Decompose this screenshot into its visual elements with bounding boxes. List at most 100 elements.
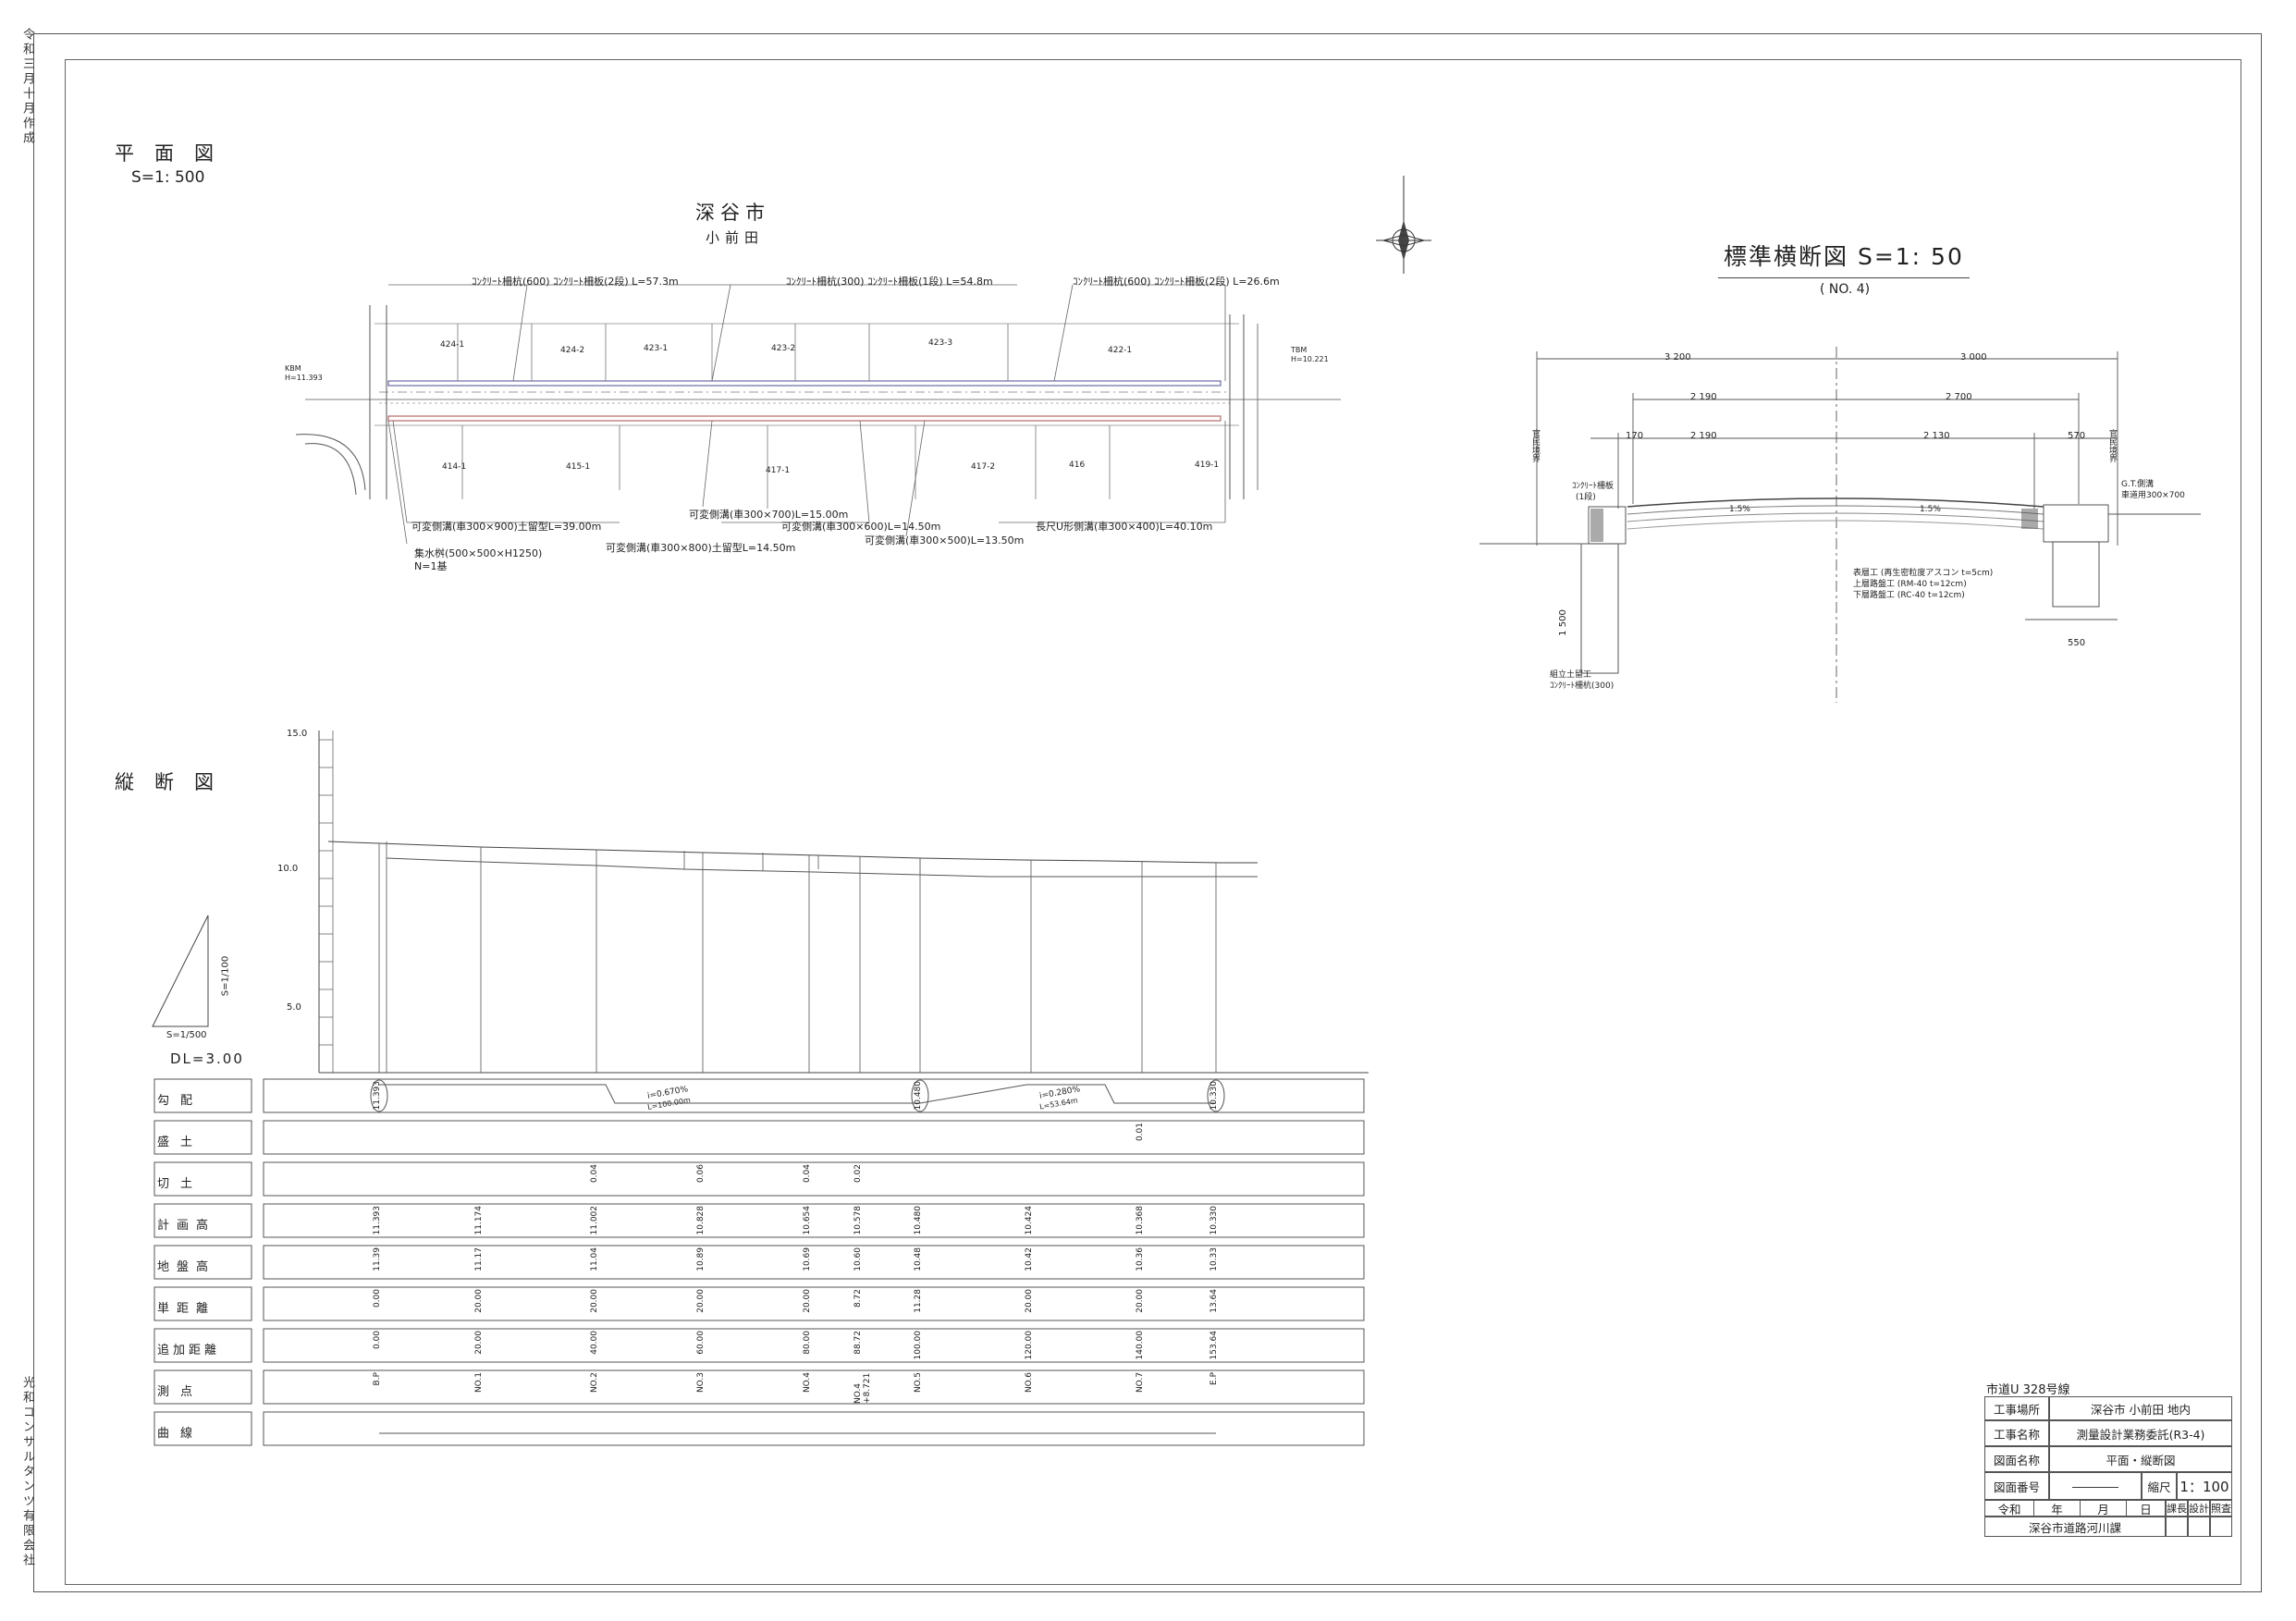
tb-month: 月 <box>2081 1500 2127 1517</box>
row-label-curve: 曲線 <box>157 1427 204 1441</box>
plan-drawing <box>295 284 1341 545</box>
profile-value: 10.828 <box>696 1206 706 1235</box>
lot-label: 422-1 <box>1108 346 1133 355</box>
xs-slope-right: 1.5% <box>1920 505 1941 514</box>
row-label-cumulative-distance: 追加距離 <box>157 1344 221 1357</box>
profile-value: 11.393 <box>373 1206 382 1235</box>
profile-value: 20.00 <box>696 1289 706 1313</box>
tb-sig-check: 照査 <box>2210 1500 2232 1517</box>
tb-year: 年 <box>2034 1500 2081 1517</box>
tb-key-drawing: 図面名称 <box>1984 1446 2049 1472</box>
profile-value: 20.00 <box>1136 1289 1145 1313</box>
slope-vertical: S=1/100 <box>220 955 231 997</box>
xs-dim-mid-right: 2 700 <box>1946 392 1972 402</box>
tb-stamp-check <box>2210 1517 2232 1537</box>
profile-value: 10.36 <box>1136 1247 1145 1271</box>
profile-value: 20.00 <box>590 1289 599 1313</box>
xs-dim-top-left: 3 200 <box>1664 352 1691 362</box>
north-arrow-icon <box>1376 176 1431 274</box>
profile-table <box>153 1078 1365 1446</box>
lot-label: 424-2 <box>560 346 585 355</box>
profile-value: 0.01 <box>1136 1123 1145 1142</box>
cross-section-title: 標準横断図 S=1: 50 <box>1718 239 1970 278</box>
tb-value-drawing: 平面・縦断図 <box>2049 1446 2232 1472</box>
profile-value: 11.393 <box>373 1081 382 1111</box>
tb-value-site: 深谷市 小前田 地内 <box>2049 1396 2232 1420</box>
profile-y-tick: 10.0 <box>277 864 299 874</box>
tb-scale-label: 縮尺 <box>2142 1472 2177 1500</box>
plan-label-top-2: ｺﾝｸﾘｰﾄ柵杭(300) ｺﾝｸﾘｰﾄ柵板(1段) L=54.8m <box>786 276 993 288</box>
profile-y-tick: 15.0 <box>287 729 308 739</box>
lot-label: 419-1 <box>1195 461 1220 470</box>
xs-boundary-right: 官民境界 <box>2107 429 2117 462</box>
cross-section-drawing <box>1480 347 2201 703</box>
xs-dim-bottom: 550 <box>2068 638 2086 648</box>
lot-label: 415-1 <box>566 462 591 472</box>
profile-value: B.P <box>373 1372 382 1386</box>
lot-label: 416 <box>1069 461 1086 470</box>
plan-label-bottom-2: 可変側溝(車300×700)L=15.00m <box>689 509 849 521</box>
lot-label: 414-1 <box>442 462 467 472</box>
row-label-grade: 勾配 <box>157 1094 204 1108</box>
bm-right-label: TBM <box>1291 346 1308 354</box>
bm-left-height: H=11.393 <box>285 374 323 382</box>
profile-value: 0.02 <box>853 1164 863 1184</box>
profile-value: 11.28 <box>914 1289 923 1313</box>
plan-label-bottom-3: 可変側溝(車300×600)L=14.50m <box>781 521 941 533</box>
plan-label-bottom-4: 長尺U形側溝(車300×400)L=40.10m <box>1036 521 1213 533</box>
profile-value: NO.4 <box>803 1372 812 1394</box>
profile-value: 120.00 <box>1025 1331 1034 1360</box>
profile-value: 10.330 <box>1209 1206 1219 1235</box>
side-company-text: 光和コンサルタンツ有限会社 <box>20 1376 34 1568</box>
lot-label: 423-1 <box>644 344 669 353</box>
profile-value: 10.69 <box>803 1247 812 1271</box>
row-label-single-distance: 単距離 <box>157 1302 216 1316</box>
profile-value: 0.04 <box>590 1164 599 1184</box>
profile-value: 20.00 <box>1025 1289 1034 1313</box>
profile-value: NO.7 <box>1136 1372 1145 1394</box>
tb-value-number: ―――― <box>2049 1472 2142 1500</box>
profile-value: 0.06 <box>696 1164 706 1184</box>
row-label-cut: 切土 <box>157 1177 204 1191</box>
xs-dim-low-3: 2 130 <box>1923 431 1950 441</box>
profile-value: 88.72 <box>853 1331 863 1355</box>
tb-sig-design: 設計 <box>2188 1500 2210 1517</box>
row-label-plan-height: 計画高 <box>157 1219 216 1233</box>
profile-value: 60.00 <box>696 1331 706 1355</box>
xs-slope-left: 1.5% <box>1729 505 1750 514</box>
profile-value: 40.00 <box>590 1331 599 1355</box>
row-label-fill: 盛土 <box>157 1136 204 1149</box>
slope-horizontal: S=1/500 <box>166 1030 207 1040</box>
profile-value: 10.330 <box>1209 1081 1219 1111</box>
tb-office: 深谷市道路河川課 <box>1984 1517 2166 1537</box>
profile-value: 11.39 <box>373 1247 382 1271</box>
sheet-inner-border <box>65 59 2241 1585</box>
profile-value: 10.368 <box>1136 1206 1145 1235</box>
profile-heading: 縦断図 <box>115 771 234 793</box>
xs-right-label: 車道用300×700 <box>2121 491 2185 500</box>
xs-left-label: ｺﾝｸﾘｰﾄ柵板 <box>1572 482 1615 491</box>
profile-value: 11.04 <box>590 1247 599 1271</box>
lot-label: 424-1 <box>440 340 465 350</box>
side-date-text: 令和三月十月作成 <box>20 28 34 146</box>
plan-area: 小前田 <box>706 229 765 246</box>
profile-value: 10.424 <box>1025 1206 1034 1235</box>
profile-value: NO.1 <box>474 1372 484 1394</box>
profile-value: 10.89 <box>696 1247 706 1271</box>
profile-chart <box>152 731 1369 1074</box>
bm-left-label: KBM <box>285 364 301 373</box>
profile-value: 20.00 <box>474 1289 484 1313</box>
xs-left-label: (1段) <box>1576 493 1596 502</box>
plan-label-bottom-5: 可変側溝(車300×800)土留型L=14.50m <box>606 542 796 554</box>
profile-value: NO.6 <box>1025 1372 1034 1394</box>
plan-heading: 平面図 <box>115 142 234 165</box>
profile-value: 8.72 <box>853 1289 863 1308</box>
profile-datum: DL=3.00 <box>170 1050 244 1067</box>
xs-boundary-left: 官民境界 <box>1530 429 1540 462</box>
profile-value: 0.00 <box>373 1331 382 1350</box>
plan-label-bottom-6: 可変側溝(車300×500)L=13.50m <box>865 534 1025 546</box>
profile-value: NO.4 +8.721 <box>853 1372 872 1404</box>
road-name: 市道U 328号線 <box>1986 1383 2070 1397</box>
profile-value: E.P <box>1209 1372 1219 1385</box>
plan-label-bottom-1: 可変側溝(車300×900)土留型L=39.00m <box>411 521 602 533</box>
